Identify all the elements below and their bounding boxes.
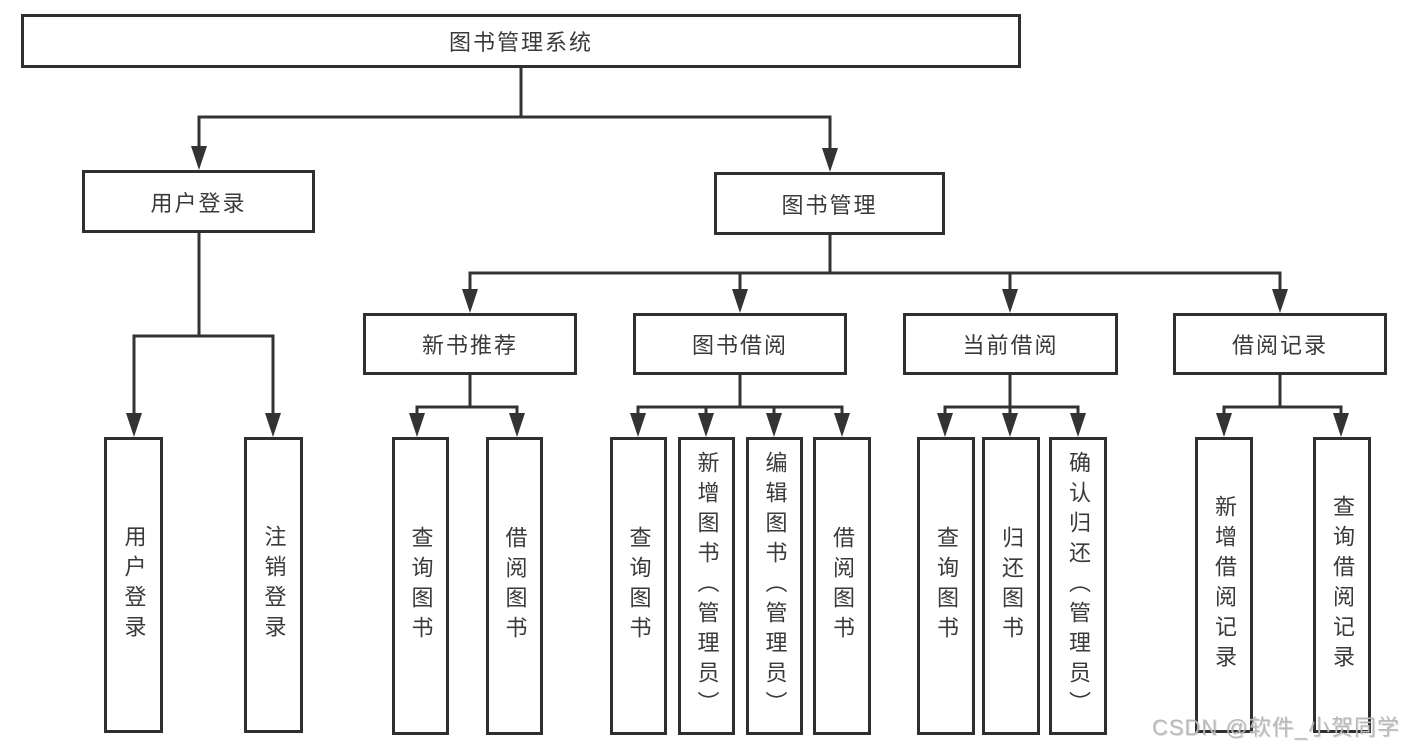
node-book-mgmt: 图书管理	[714, 172, 945, 235]
node-nbr-query: 查询图书	[392, 437, 449, 735]
node-bb-edit: 编辑图书（管理员）	[746, 437, 803, 735]
watermark-text: CSDN @软件_小贺同学	[1151, 715, 1400, 740]
node-label: 借阅图书	[830, 526, 855, 646]
node-label: 图书管理	[781, 192, 878, 218]
node-label: 新增借阅记录	[1212, 495, 1237, 675]
node-leaf-logout: 注销登录	[244, 437, 303, 733]
node-br-add: 新增借阅记录	[1195, 437, 1253, 733]
node-label: 当前借阅	[962, 333, 1059, 358]
node-bb-query: 查询图书	[610, 437, 667, 735]
node-label: 用户登录	[121, 525, 147, 645]
node-br-query: 查询借阅记录	[1313, 437, 1371, 733]
node-nbr-borrow: 借阅图书	[486, 437, 543, 735]
node-cb-confirm: 确认归还（管理员）	[1049, 437, 1107, 735]
node-label: 编辑图书（管理员）	[762, 451, 788, 721]
node-label: 用户登录	[150, 190, 247, 216]
node-borrow-records: 借阅记录	[1173, 313, 1387, 375]
node-label: 确认归还（管理员）	[1066, 451, 1091, 721]
node-label: 新书推荐	[421, 333, 518, 358]
node-label: 图书借阅	[691, 333, 788, 358]
node-bb-add: 新增图书（管理员）	[678, 437, 735, 735]
node-label: 注销登录	[261, 525, 287, 645]
node-book-borrow: 图书借阅	[633, 313, 847, 375]
node-label: 新增图书（管理员）	[694, 451, 720, 721]
node-label: 借阅记录	[1231, 333, 1328, 358]
node-label: 归还图书	[999, 526, 1024, 646]
node-new-book-rec: 新书推荐	[363, 313, 577, 375]
node-user-login: 用户登录	[82, 170, 315, 233]
node-label: 查询图书	[408, 526, 434, 646]
node-current-borrow: 当前借阅	[903, 313, 1118, 375]
node-bb-borrow: 借阅图书	[813, 437, 871, 735]
node-label: 图书管理系统	[448, 30, 593, 55]
node-leaf-user-login: 用户登录	[104, 437, 163, 733]
node-label: 借阅图书	[502, 526, 528, 646]
node-cb-return: 归还图书	[982, 437, 1040, 735]
node-label: 查询图书	[626, 526, 652, 646]
node-label: 查询图书	[934, 526, 959, 646]
node-cb-query: 查询图书	[917, 437, 975, 735]
node-label: 查询借阅记录	[1330, 495, 1355, 675]
node-root: 图书管理系统	[21, 14, 1021, 68]
